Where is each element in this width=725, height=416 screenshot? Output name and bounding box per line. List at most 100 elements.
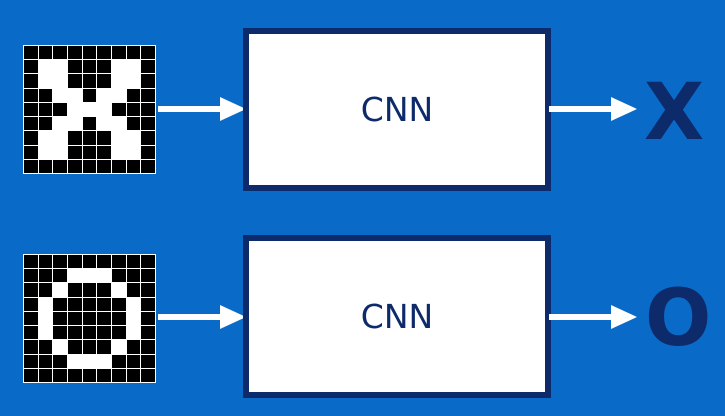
grid-cell bbox=[112, 297, 126, 311]
grid-cell bbox=[38, 354, 53, 368]
grid-cell bbox=[53, 159, 67, 173]
grid-cell bbox=[53, 131, 67, 145]
input-grid-o bbox=[23, 254, 156, 383]
grid-cell bbox=[68, 46, 82, 60]
grid-cell bbox=[53, 311, 67, 326]
grid-cell bbox=[97, 311, 111, 326]
grid-cell bbox=[112, 340, 126, 354]
grid-cell bbox=[82, 326, 97, 340]
grid-cell bbox=[126, 159, 141, 173]
grid-cell bbox=[68, 326, 82, 340]
grid-cell bbox=[24, 311, 38, 326]
cnn-box: CNN bbox=[243, 235, 551, 398]
grid-cell bbox=[97, 255, 111, 269]
grid-cell bbox=[141, 102, 155, 117]
grid-cell bbox=[53, 145, 67, 159]
grid-cell bbox=[24, 131, 38, 145]
grid-cell bbox=[24, 354, 38, 368]
grid-cell bbox=[126, 326, 141, 340]
grid-cell bbox=[68, 340, 82, 354]
grid-cell bbox=[112, 131, 126, 145]
grid-cell bbox=[53, 368, 67, 382]
grid-cell bbox=[97, 340, 111, 354]
grid-cell bbox=[24, 117, 38, 131]
grid-cell bbox=[97, 145, 111, 159]
grid-cell bbox=[82, 311, 97, 326]
grid-cell bbox=[38, 340, 53, 354]
grid-cell bbox=[112, 255, 126, 269]
grid-cell bbox=[97, 368, 111, 382]
grid-cell bbox=[126, 283, 141, 297]
grid-cell bbox=[97, 74, 111, 88]
grid-cell bbox=[141, 117, 155, 131]
grid-cell bbox=[112, 145, 126, 159]
grid-cell bbox=[38, 159, 53, 173]
grid-cell bbox=[97, 88, 111, 102]
grid-cell bbox=[53, 255, 67, 269]
grid-cell bbox=[112, 88, 126, 102]
grid-cell bbox=[53, 297, 67, 311]
grid-cell bbox=[97, 159, 111, 173]
grid-cell bbox=[38, 311, 53, 326]
grid-cell bbox=[68, 102, 82, 117]
grid-cell bbox=[141, 159, 155, 173]
grid-cell bbox=[126, 60, 141, 74]
grid-cell bbox=[38, 60, 53, 74]
grid-cell bbox=[126, 255, 141, 269]
grid-cell bbox=[97, 60, 111, 74]
grid-cell bbox=[112, 311, 126, 326]
grid-cell bbox=[82, 74, 97, 88]
grid-cell bbox=[68, 74, 82, 88]
grid-cell bbox=[141, 145, 155, 159]
grid-cell bbox=[82, 159, 97, 173]
grid-cell bbox=[97, 102, 111, 117]
grid-cell bbox=[126, 88, 141, 102]
grid-cell bbox=[82, 340, 97, 354]
grid-cell bbox=[82, 368, 97, 382]
grid-cell bbox=[24, 368, 38, 382]
grid-cell bbox=[112, 74, 126, 88]
grid-cell bbox=[112, 269, 126, 283]
grid-cell bbox=[82, 60, 97, 74]
grid-cell bbox=[141, 283, 155, 297]
grid-cell bbox=[97, 117, 111, 131]
arrow-right-icon bbox=[549, 303, 637, 331]
grid-cell bbox=[126, 117, 141, 131]
grid-cell bbox=[112, 354, 126, 368]
grid-cell bbox=[68, 131, 82, 145]
grid-cell bbox=[24, 159, 38, 173]
grid-cell bbox=[38, 88, 53, 102]
grid-cell bbox=[82, 354, 97, 368]
grid-cell bbox=[126, 297, 141, 311]
grid-cell bbox=[53, 283, 67, 297]
grid-cell bbox=[24, 60, 38, 74]
grid-cell bbox=[53, 88, 67, 102]
grid-cell bbox=[141, 340, 155, 354]
grid-cell bbox=[38, 117, 53, 131]
grid-cell bbox=[126, 269, 141, 283]
grid-cell bbox=[38, 102, 53, 117]
grid-cell bbox=[126, 340, 141, 354]
grid-cell bbox=[141, 354, 155, 368]
grid-cell bbox=[68, 269, 82, 283]
grid-cell bbox=[97, 283, 111, 297]
grid-cell bbox=[97, 269, 111, 283]
grid-cell bbox=[68, 159, 82, 173]
grid-cell bbox=[126, 311, 141, 326]
grid-cell bbox=[97, 131, 111, 145]
grid-cell bbox=[112, 159, 126, 173]
grid-cell bbox=[24, 340, 38, 354]
grid-cell bbox=[38, 74, 53, 88]
grid-cell bbox=[68, 145, 82, 159]
grid-cell bbox=[126, 145, 141, 159]
grid-cell bbox=[38, 255, 53, 269]
grid-cell bbox=[97, 326, 111, 340]
grid-cell bbox=[24, 145, 38, 159]
grid-cell bbox=[126, 354, 141, 368]
grid-cell bbox=[24, 102, 38, 117]
grid-cell bbox=[141, 297, 155, 311]
grid-cell bbox=[97, 46, 111, 60]
grid-cell bbox=[68, 297, 82, 311]
grid-cell bbox=[82, 269, 97, 283]
grid-cell bbox=[112, 117, 126, 131]
